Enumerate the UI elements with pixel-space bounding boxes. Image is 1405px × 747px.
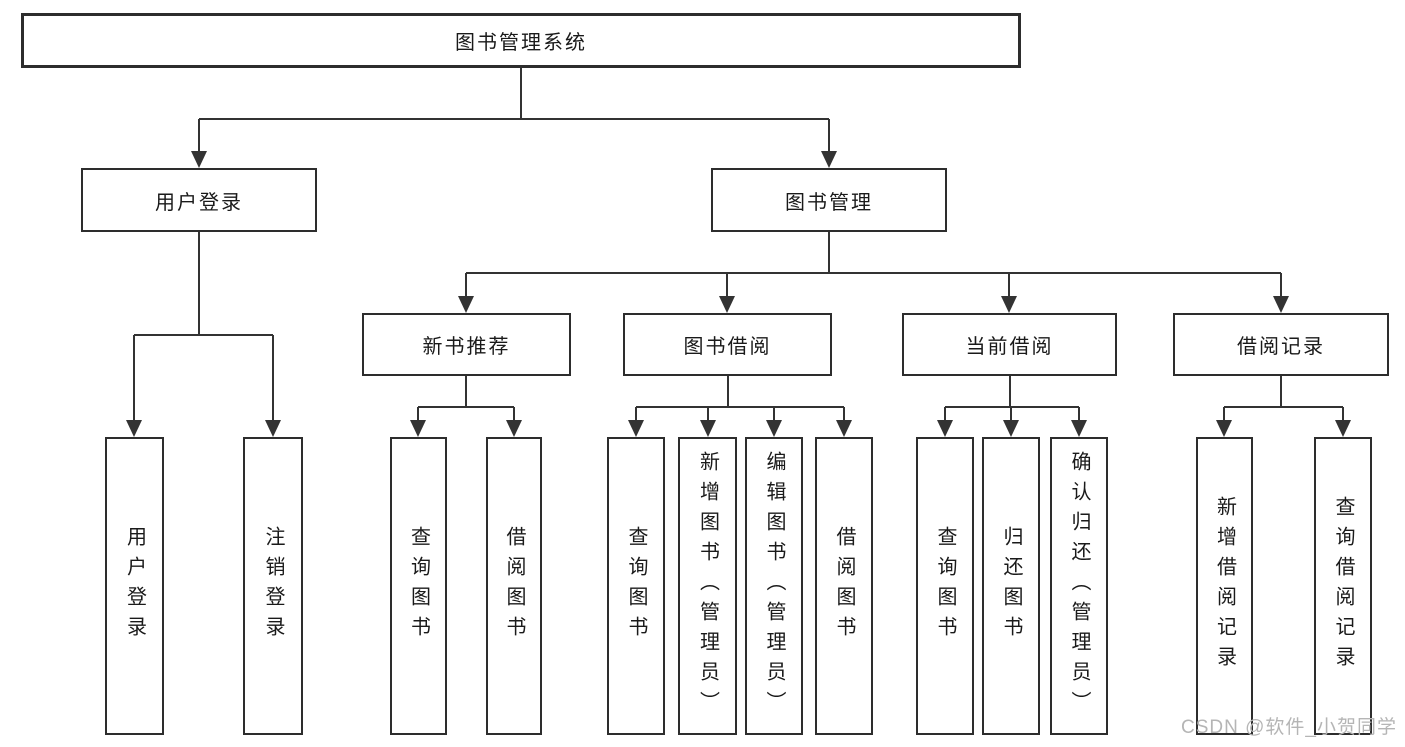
arrowhead-icon	[628, 420, 644, 437]
node-library-management-system: 图书管理系统	[21, 13, 1021, 68]
arrowhead-icon	[410, 420, 426, 437]
leaf-label: 编辑图书（管理员）	[763, 451, 785, 721]
leaf-query-borrow-record: 查询借阅记录	[1314, 437, 1372, 735]
arrowhead-icon	[700, 420, 716, 437]
arrowhead-icon	[1001, 296, 1017, 313]
arrowhead-icon	[937, 420, 953, 437]
leaf-edit-book-admin: 编辑图书（管理员）	[745, 437, 803, 735]
arrowhead-icon	[1003, 420, 1019, 437]
arrowhead-icon	[191, 151, 207, 168]
node-label: 图书管理系统	[455, 32, 587, 54]
connector-path	[198, 68, 830, 154]
connector-path	[635, 376, 845, 424]
arrowhead-icon	[458, 296, 474, 313]
node-book-borrowing: 图书借阅	[623, 313, 832, 376]
arrowhead-icon	[719, 296, 735, 313]
node-label: 新书推荐	[422, 336, 511, 358]
arrowhead-icon	[1216, 420, 1232, 437]
node-current-borrowing: 当前借阅	[902, 313, 1117, 376]
leaf-add-book-admin: 新增图书（管理员）	[678, 437, 737, 735]
node-new-book-recommend: 新书推荐	[362, 313, 571, 376]
leaf-label: 用户登录	[123, 526, 146, 646]
leaf-user-login: 用户登录	[105, 437, 164, 735]
leaf-label: 新增图书（管理员）	[696, 451, 719, 721]
arrowhead-icon	[766, 420, 782, 437]
arrowhead-icon	[821, 151, 837, 168]
arrowhead-icon	[1273, 296, 1289, 313]
leaf-label: 借阅图书	[833, 526, 855, 646]
leaf-logout-login: 注销登录	[243, 437, 303, 735]
leaf-label: 新增借阅记录	[1213, 496, 1236, 676]
node-label: 当前借阅	[965, 336, 1054, 358]
arrowhead-icon	[506, 420, 522, 437]
connector-path	[465, 232, 1282, 300]
leaf-query-books-current: 查询图书	[916, 437, 974, 735]
leaf-label: 注销登录	[262, 526, 284, 646]
arrowhead-icon	[1335, 420, 1351, 437]
arrowhead-icon	[265, 420, 281, 437]
arrowhead-icon	[1071, 420, 1087, 437]
node-book-management: 图书管理	[711, 168, 947, 232]
leaf-return-book: 归还图书	[982, 437, 1040, 735]
leaf-query-books-recommend: 查询图书	[390, 437, 447, 735]
arrowhead-icon	[836, 420, 852, 437]
watermark-text: CSDN @软件_小贺同学	[1181, 717, 1397, 738]
node-user-login: 用户登录	[81, 168, 317, 232]
leaf-label: 确认归还（管理员）	[1068, 451, 1090, 721]
leaf-query-books-borrowing: 查询图书	[607, 437, 665, 735]
leaf-label: 查询图书	[625, 526, 647, 646]
connector-path	[944, 376, 1080, 424]
leaf-add-borrow-record: 新增借阅记录	[1196, 437, 1253, 735]
node-label: 用户登录	[155, 191, 243, 214]
leaf-label: 查询图书	[407, 526, 430, 646]
arrowhead-icon	[126, 420, 142, 437]
node-borrowing-records: 借阅记录	[1173, 313, 1389, 376]
connector-path	[417, 376, 515, 424]
leaf-borrow-books-recommend: 借阅图书	[486, 437, 542, 735]
leaf-label: 查询借阅记录	[1332, 496, 1354, 676]
node-label: 图书借阅	[683, 336, 772, 358]
leaf-borrow-books-borrowing: 借阅图书	[815, 437, 873, 735]
node-label: 借阅记录	[1237, 336, 1325, 358]
leaf-label: 归还图书	[1000, 526, 1022, 646]
node-label: 图书管理	[785, 191, 873, 214]
leaf-label: 借阅图书	[503, 526, 525, 646]
leaf-label: 查询图书	[934, 526, 956, 646]
leaf-confirm-return-admin: 确认归还（管理员）	[1050, 437, 1108, 735]
connector-path	[1223, 376, 1344, 424]
connector-path	[133, 232, 274, 424]
